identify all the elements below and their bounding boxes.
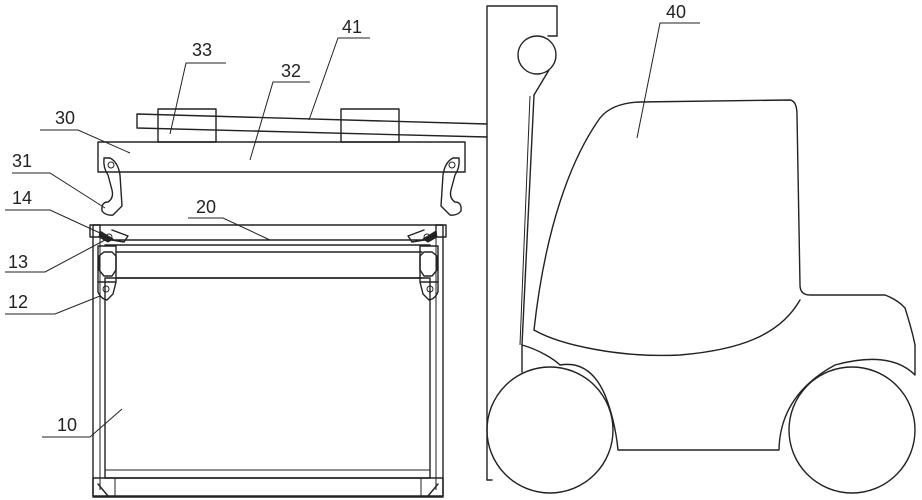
fork-pocket-left [157, 108, 217, 143]
forklift-cab [521, 99, 916, 451]
fork-tine [136, 113, 488, 138]
container [89, 224, 447, 498]
label-40: 40 [666, 2, 686, 22]
hook-right [440, 157, 462, 216]
front-wheel [486, 366, 614, 494]
container-frame [92, 224, 444, 498]
forklift [486, 5, 916, 494]
reference-labels: 40 41 33 32 30 31 14 20 13 12 10 [8, 2, 686, 435]
label-30: 30 [55, 108, 75, 128]
hook-left [101, 157, 123, 216]
label-10: 10 [57, 415, 77, 435]
bottom-skid [92, 477, 444, 497]
corner-fitting-left [89, 224, 129, 301]
fork-assembly [97, 108, 488, 216]
label-13: 13 [8, 252, 28, 272]
label-14: 14 [12, 188, 32, 208]
container-body [104, 277, 431, 479]
leader-lines [5, 22, 700, 438]
label-32: 32 [281, 61, 301, 81]
label-12: 12 [8, 292, 28, 312]
label-20: 20 [196, 197, 216, 217]
corner-fitting-right [407, 224, 447, 301]
rear-wheel [788, 366, 916, 494]
label-33: 33 [192, 40, 212, 60]
fork-pocket-right [340, 108, 400, 143]
spreader-beam [97, 141, 466, 173]
forklift-mast [486, 5, 558, 481]
label-41: 41 [342, 17, 362, 37]
label-31: 31 [12, 151, 32, 171]
